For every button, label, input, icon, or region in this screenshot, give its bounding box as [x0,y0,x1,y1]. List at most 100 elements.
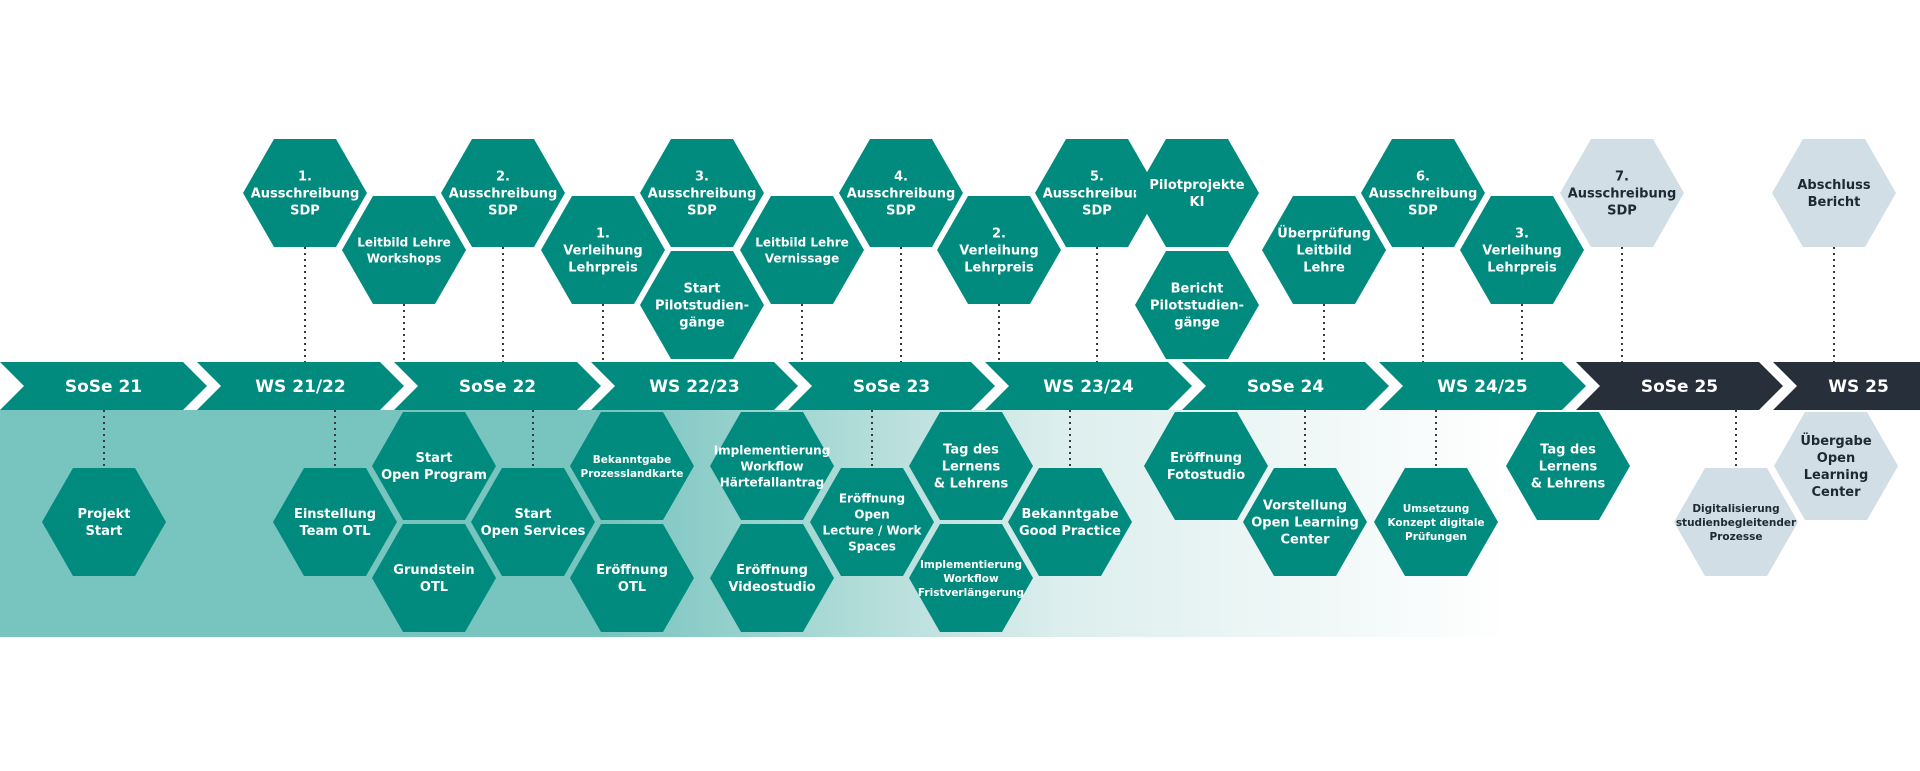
milestone-label-line: Tag des [1540,443,1596,458]
hexagon-shape [1135,251,1259,359]
semester-label: SoSe 22 [459,377,536,397]
milestone-label-line: Überprüfung [1277,226,1371,242]
milestone-label-line: 3. [695,170,709,185]
milestone-label-line: Videostudio [728,580,815,595]
milestone-label-line: Ausschreibung [449,187,558,202]
hexagon-shape [640,139,764,247]
hexagon-shape [1008,468,1132,576]
milestone-label-line: Verleihung [1482,244,1561,259]
milestone-label-line: Ausschreibung [847,187,956,202]
milestone-label-line: Eröffnung [596,563,668,578]
milestone-hex: DigitalisierungstudienbegleitenderProzes… [1674,468,1798,576]
milestone-label-line: Tag des [943,443,999,458]
semester-chevron [1182,362,1389,410]
milestone-label-line: Prozesslandkarte [581,468,684,480]
hexagon-shape [471,468,595,576]
semester-sose-23: SoSe 23 [788,362,995,410]
milestone-label-line: Ausschreibung [251,187,360,202]
milestone-label-line: Eröffnung [1170,451,1242,466]
milestone-label-line: KI [1190,195,1205,210]
milestone-label-line: SDP [1607,204,1637,219]
semester-label: WS 24/25 [1437,377,1527,397]
hexagon-shape [810,468,934,576]
milestone-label-line: Start [416,451,453,466]
hexagon-shape [570,524,694,632]
milestone-label-line: Übergabe [1800,433,1871,449]
milestone-label-line: Eröffnung [736,563,808,578]
milestone-label-line: Umsetzung [1403,503,1469,515]
milestone-label-line: 5. [1090,170,1104,185]
hexagon-shape [1243,468,1367,576]
milestone-label-line: SDP [1082,204,1112,219]
milestone-label-line: Bekanntgabe [1021,507,1118,522]
milestone-label-line: Ausschreibung [648,187,757,202]
milestone-label-line: Implementierung [714,443,831,457]
milestone-label-line: Start [684,282,721,297]
milestone-label-line: Open Services [481,524,586,539]
semester-label: SoSe 25 [1641,377,1718,397]
hexagon-shape [1772,139,1896,247]
milestone-label-line: Projekt [77,507,130,522]
milestone-label-line: Lehrpreis [964,261,1034,276]
semester-chevron [591,362,798,410]
milestone-label-line: Grundstein [393,563,474,578]
milestone-label-line: 2. [992,227,1006,242]
milestone-label-line: SDP [886,204,916,219]
hexagon-shape [273,468,397,576]
semester-ws-25: WS 25 [1773,362,1920,410]
milestone-label-line: Fristverlängerung [918,587,1024,599]
hexagon-shape [570,412,694,520]
hexagon-shape [342,196,466,304]
milestone-label-line: Team OTL [299,524,370,539]
hexagon-shape [1774,412,1898,520]
hexagon-shape [640,251,764,359]
semester-label: WS 25 [1828,377,1889,397]
milestone-label-line: Ausschreibung [1568,187,1677,202]
milestone-label-line: Härtefallantrag [720,475,824,489]
milestone-label-line: Eröffnung [839,491,905,505]
milestone-label-line: Bericht [1171,282,1224,297]
semester-chevron [985,362,1192,410]
hexagon-shape [909,412,1033,520]
milestone-label-line: Ausschreibung [1043,187,1152,202]
semester-chevron [394,362,601,410]
hexagon-shape [1361,139,1485,247]
milestone-label-line: Lehrpreis [568,261,638,276]
milestone-label-line: Open [854,507,889,521]
hexagon-shape [1135,139,1259,247]
semester-ws-21-22: WS 21/22 [197,362,404,410]
milestone-label-line: gänge [1174,316,1220,331]
semester-chevron [197,362,404,410]
milestone-label-line: & Lehrens [1531,477,1606,492]
milestone-label-line: Workshops [367,251,442,265]
hexagon-shape [1374,468,1498,576]
milestone-label-line: SDP [687,204,717,219]
semester-sose-24: SoSe 24 [1182,362,1389,410]
milestone-label-line: Vorstellung [1263,499,1347,514]
hexagon-shape [909,524,1033,632]
hexagon-shape [243,139,367,247]
milestone-label-line: Spaces [848,539,896,553]
milestone-label-line: Lernens [942,460,1001,475]
milestone-label-line: Prüfungen [1405,531,1467,543]
